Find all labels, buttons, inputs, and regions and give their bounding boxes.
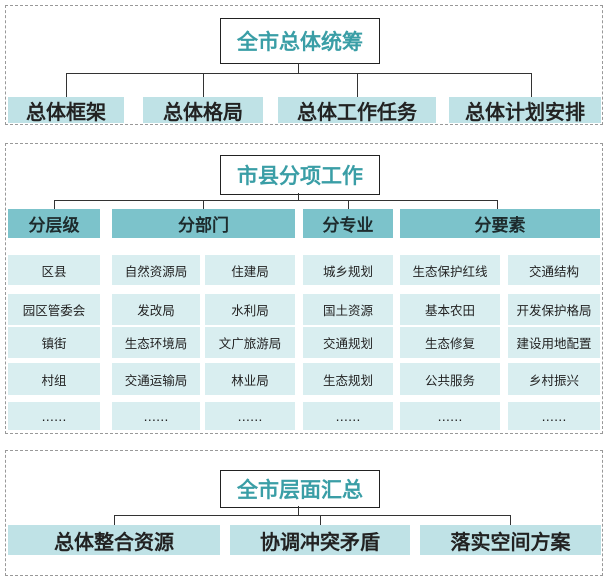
cell-elements-a: 生态保护红线 bbox=[400, 255, 500, 285]
cell-elements-b: …… bbox=[508, 402, 600, 430]
cell-levels: …… bbox=[8, 402, 100, 430]
cell-departments-b: 水利局 bbox=[205, 294, 295, 325]
cell-elements-b: 建设用地配置 bbox=[508, 327, 600, 358]
cell-departments-a: …… bbox=[112, 402, 200, 430]
section2-title: 市县分项工作 bbox=[220, 155, 380, 195]
connector bbox=[298, 193, 299, 201]
cell-departments-b: 林业局 bbox=[205, 363, 295, 395]
item-tasks: 总体工作任务 bbox=[278, 97, 436, 124]
item-spatial-plan: 落实空间方案 bbox=[420, 525, 601, 555]
connector bbox=[298, 63, 299, 73]
connector bbox=[203, 73, 204, 97]
connector bbox=[497, 200, 498, 209]
item-coordinate-conflicts: 协调冲突矛盾 bbox=[230, 525, 410, 555]
cell-professions: …… bbox=[303, 402, 393, 430]
section-overall-coordination bbox=[5, 5, 603, 125]
cell-departments-b: 住建局 bbox=[205, 255, 295, 285]
cell-elements-a: …… bbox=[400, 402, 500, 430]
connector bbox=[203, 200, 204, 209]
cell-elements-b: 乡村振兴 bbox=[508, 363, 600, 395]
cell-departments-b: …… bbox=[205, 402, 295, 430]
connector bbox=[54, 200, 498, 201]
cell-professions: 生态规划 bbox=[303, 363, 393, 395]
header-profession: 分专业 bbox=[303, 209, 393, 238]
cell-levels: 园区管委会 bbox=[8, 294, 100, 325]
cell-elements-a: 公共服务 bbox=[400, 363, 500, 395]
connector bbox=[510, 515, 511, 525]
cell-departments-a: 交通运输局 bbox=[112, 363, 200, 395]
cell-departments-a: 自然资源局 bbox=[112, 255, 200, 285]
cell-professions: 城乡规划 bbox=[303, 255, 393, 285]
connector bbox=[298, 506, 299, 515]
cell-levels: 镇街 bbox=[8, 327, 100, 358]
section-county-work bbox=[5, 143, 603, 434]
connector bbox=[66, 73, 532, 74]
cell-elements-a: 生态修复 bbox=[400, 327, 500, 358]
header-element: 分要素 bbox=[400, 209, 600, 238]
connector bbox=[114, 515, 511, 516]
section-city-summary bbox=[5, 450, 603, 576]
section3-title: 全市层面汇总 bbox=[220, 470, 380, 508]
cell-levels: 村组 bbox=[8, 363, 100, 395]
item-framework: 总体框架 bbox=[8, 97, 124, 124]
connector bbox=[320, 515, 321, 525]
cell-departments-b: 文广旅游局 bbox=[205, 327, 295, 358]
cell-professions: 交通规划 bbox=[303, 327, 393, 358]
connector bbox=[531, 73, 532, 97]
item-integrate-resources: 总体整合资源 bbox=[8, 525, 220, 555]
connector bbox=[114, 515, 115, 525]
item-plan: 总体计划安排 bbox=[449, 97, 601, 124]
cell-departments-a: 生态环境局 bbox=[112, 327, 200, 358]
section1-title: 全市总体统筹 bbox=[220, 18, 380, 64]
connector bbox=[348, 200, 349, 209]
cell-elements-a: 基本农田 bbox=[400, 294, 500, 325]
header-level: 分层级 bbox=[8, 209, 100, 238]
connector bbox=[54, 200, 55, 209]
cell-levels: 区县 bbox=[8, 255, 100, 285]
cell-elements-b: 交通结构 bbox=[508, 255, 600, 285]
connector bbox=[66, 73, 67, 97]
header-department: 分部门 bbox=[112, 209, 295, 238]
cell-departments-a: 发改局 bbox=[112, 294, 200, 325]
cell-elements-b: 开发保护格局 bbox=[508, 294, 600, 325]
cell-professions: 国土资源 bbox=[303, 294, 393, 325]
connector bbox=[357, 73, 358, 97]
item-pattern: 总体格局 bbox=[143, 97, 263, 124]
